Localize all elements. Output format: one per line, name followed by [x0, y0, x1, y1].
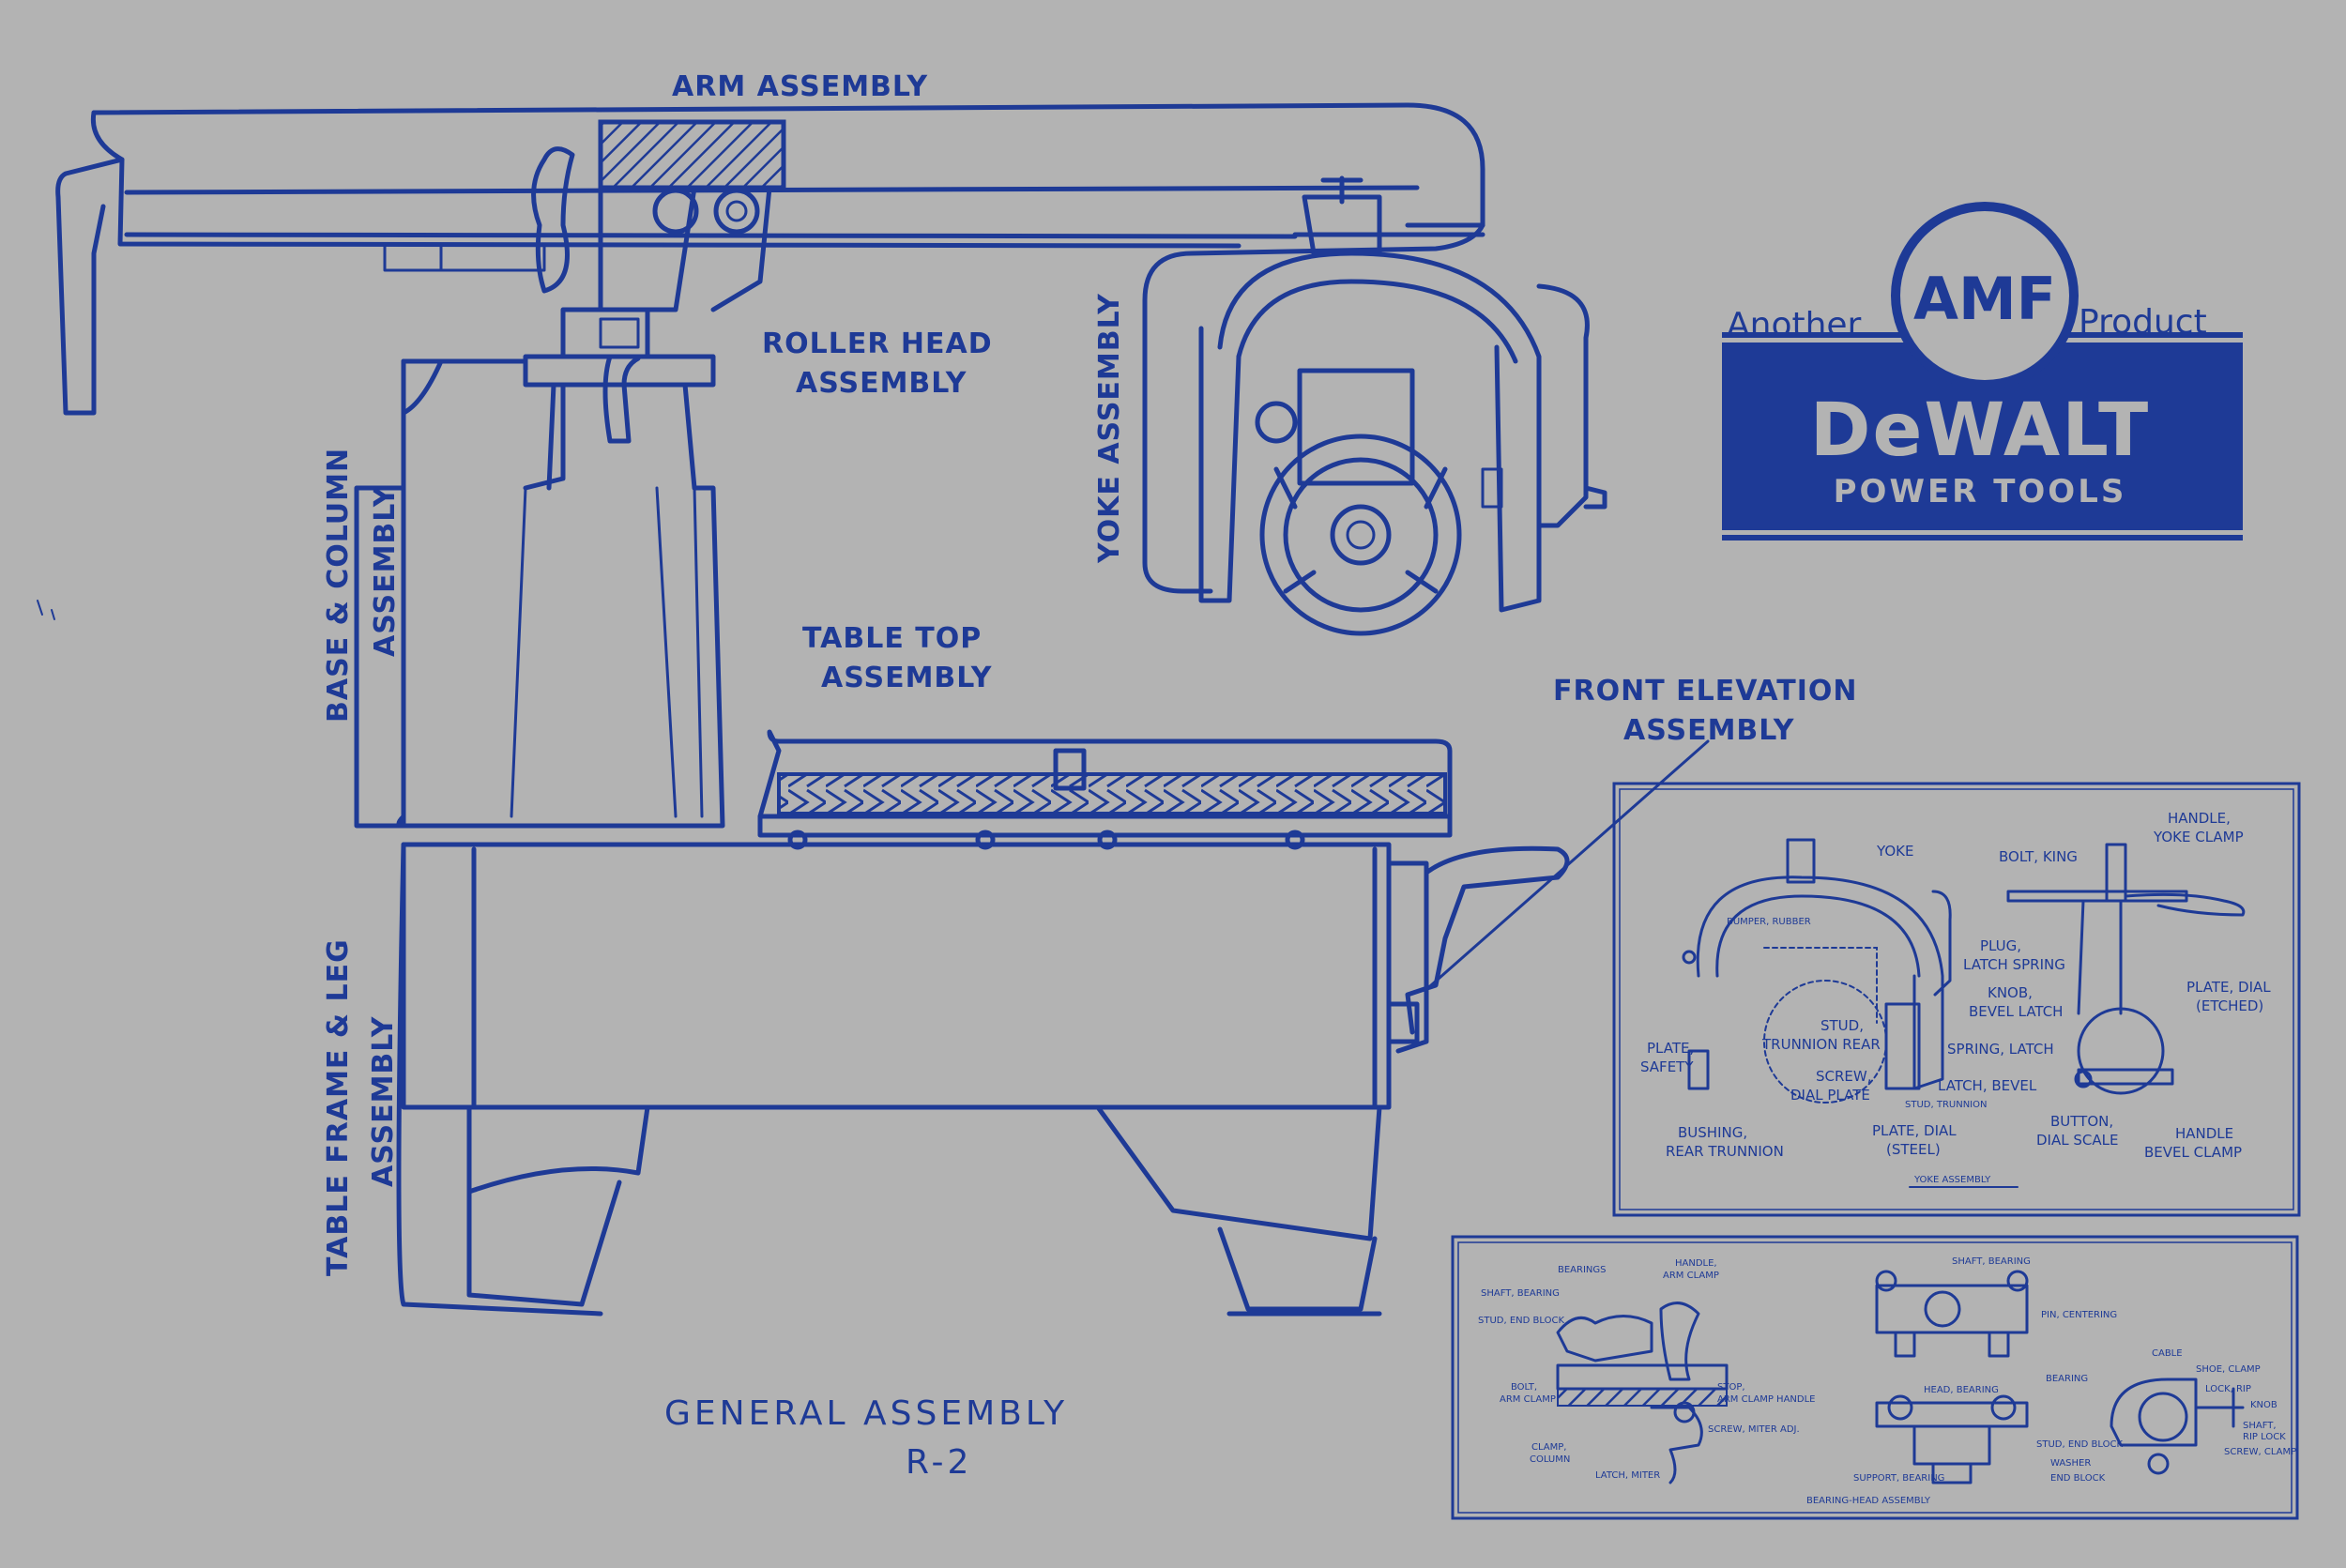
- table-top-label-line2: ASSEMBLY: [821, 662, 993, 694]
- label-stud-end-block: STUD, END BLOCK: [1478, 1316, 1564, 1326]
- label-plate-safety-1: PLATE,: [1647, 1040, 1694, 1057]
- label-button-dial-scale-2: DIAL SCALE: [2036, 1132, 2118, 1149]
- label-knob-bevel-latch-2: BEVEL LATCH: [1969, 1003, 2063, 1020]
- label-handle-yoke-clamp-2: YOKE CLAMP: [2153, 829, 2244, 845]
- label-bushing-rear-trunnion-2: REAR TRUNNION: [1666, 1143, 1784, 1160]
- label-spring-latch: SPRING, LATCH: [1947, 1041, 2054, 1058]
- label-stud-trunnion: STUD, TRUNNION: [1905, 1100, 1987, 1110]
- label-latch-miter: LATCH, MITER: [1595, 1470, 1660, 1481]
- amf-circle: [1891, 202, 2079, 389]
- table-frame-leg-assembly: [396, 842, 1570, 1317]
- model-number: R-2: [906, 1443, 972, 1482]
- front-elevation-label-line1: FRONT ELEVATION: [1553, 675, 1858, 708]
- label-button-dial-scale-1: BUTTON,: [2050, 1113, 2113, 1130]
- label-bearings: BEARINGS: [1558, 1265, 1607, 1275]
- label-cable: CABLE: [2152, 1348, 2183, 1359]
- label-plate-dial-etched-2: (ETCHED): [2196, 997, 2263, 1014]
- label-head-bearing: HEAD, BEARING: [1924, 1385, 1999, 1395]
- label-end-block: END BLOCK: [2050, 1473, 2106, 1484]
- label-plate-safety-2: SAFETY: [1640, 1058, 1694, 1075]
- yoke-assembly-drawing: [1142, 175, 1607, 636]
- label-stop-arm-clamp-handle-1: STOP,: [1717, 1382, 1745, 1393]
- bearing-head-inset: BEARINGS HANDLE, ARM CLAMP SHAFT, BEARIN…: [1451, 1235, 2299, 1520]
- roller-head-label-line1: ROLLER HEAD: [762, 327, 993, 360]
- arm-assembly-label: ARM ASSEMBLY: [672, 70, 928, 103]
- another-text: Another: [1727, 306, 1862, 344]
- label-yoke: YOKE: [1876, 843, 1913, 860]
- label-handle-bevel-clamp-1: HANDLE: [2175, 1125, 2233, 1142]
- label-pin-centering: PIN, CENTERING: [2041, 1310, 2117, 1320]
- label-clamp-column-1: CLAMP,: [1531, 1442, 1566, 1453]
- base-column-label-line2: ASSEMBLY: [369, 485, 402, 657]
- label-stud-end-block-right: STUD, END BLOCK: [2036, 1439, 2123, 1450]
- label-stop-arm-clamp-handle-2: ARM CLAMP HANDLE: [1717, 1394, 1816, 1405]
- label-handle-arm-clamp-1: HANDLE,: [1675, 1258, 1717, 1269]
- label-knob-bevel-latch-1: KNOB,: [1988, 984, 2033, 1001]
- amf-wordmark: AMF: [1913, 265, 2056, 333]
- label-stud-trunnion-rear-1: STUD,: [1820, 1017, 1864, 1034]
- base-column-assembly: [354, 358, 725, 829]
- label-screw-clamp: SCREW, CLAMP: [2224, 1447, 2296, 1457]
- dewalt-brand: DeWALT: [1810, 388, 2151, 473]
- label-plate-dial-steel-1: PLATE, DIAL: [1872, 1122, 1957, 1139]
- label-plate-dial-steel-2: (STEEL): [1886, 1141, 1941, 1158]
- label-shaft-bearing-right: SHAFT, BEARING: [1952, 1256, 2031, 1267]
- label-screw-dial-plate-1: SCREW,: [1816, 1068, 1872, 1085]
- label-bolt-king: BOLT, KING: [1999, 848, 2078, 865]
- label-clamp-column-2: COLUMN: [1530, 1454, 1570, 1465]
- label-screw-dial-plate-2: DIAL PLATE: [1790, 1087, 1870, 1104]
- table-frame-label-line2: ASSEMBLY: [367, 1015, 400, 1187]
- label-plug-latch-spring-2: LATCH SPRING: [1963, 956, 2065, 973]
- label-shaft-bearing-left: SHAFT, BEARING: [1481, 1288, 1560, 1299]
- product-text: Product: [2079, 303, 2207, 342]
- label-bolt-arm-clamp-1: BOLT,: [1511, 1382, 1537, 1393]
- roller-head-label-line2: ASSEMBLY: [796, 367, 967, 400]
- general-assembly-title: GENERAL ASSEMBLY: [664, 1394, 1068, 1433]
- arm-clamp-handle: [531, 146, 575, 294]
- edge-mark: [37, 600, 55, 620]
- label-washer: WASHER: [2050, 1458, 2091, 1469]
- bearing-inset-title: BEARING-HEAD ASSEMBLY: [1806, 1496, 1931, 1506]
- table-top-boards: [777, 772, 1447, 815]
- front-elevation-leader: [1429, 739, 1710, 987]
- label-handle-arm-clamp-2: ARM CLAMP: [1663, 1271, 1719, 1281]
- label-bushing-rear-trunnion-1: BUSHING,: [1678, 1124, 1747, 1141]
- base-column-label-line1: BASE & COLUMN: [322, 448, 355, 723]
- arm-assembly: [55, 102, 1485, 416]
- yoke-assembly-inset: YOKE BOLT, KING HANDLE, YOKE CLAMP BUMPE…: [1612, 782, 2301, 1217]
- label-stud-trunnion-rear-2: TRUNNION REAR: [1761, 1036, 1881, 1053]
- front-elevation-label-line2: ASSEMBLY: [1623, 714, 1795, 747]
- power-tools-text: POWER TOOLS: [1834, 473, 2127, 510]
- label-plug-latch-spring-1: PLUG,: [1980, 937, 2021, 954]
- label-screw-miter-adj: SCREW, MITER ADJ.: [1708, 1424, 1800, 1435]
- arm-hatched-block: [598, 119, 786, 190]
- label-handle-bevel-clamp-2: BEVEL CLAMP: [2144, 1144, 2242, 1161]
- label-bolt-arm-clamp-2: ARM CLAMP: [1500, 1394, 1556, 1405]
- label-support-bearing: SUPPORT, BEARING: [1853, 1473, 1944, 1484]
- label-latch-bevel: LATCH, BEVEL: [1938, 1077, 2037, 1094]
- table-top-label-line1: TABLE TOP: [802, 622, 982, 655]
- label-plate-dial-etched-1: PLATE, DIAL: [2186, 979, 2271, 996]
- yoke-inset-title: YOKE ASSEMBLY: [1913, 1175, 1991, 1185]
- label-handle-yoke-clamp-1: HANDLE,: [2168, 810, 2231, 827]
- yoke-assembly-label: YOKE ASSEMBLY: [1093, 293, 1126, 564]
- label-lock-rip: LOCK, RIP: [2205, 1384, 2251, 1394]
- label-shaft-rip-lock-1: SHAFT,: [2243, 1421, 2277, 1431]
- label-bearing: BEARING: [2046, 1374, 2088, 1384]
- roller-head-assembly: [523, 146, 772, 444]
- label-shaft-rip-lock-2: RIP LOCK: [2243, 1432, 2286, 1442]
- amf-dewalt-logo: AMF Another Product DeWALT POWER TOOLS: [1722, 202, 2243, 540]
- table-frame-label-line1: TABLE FRAME & LEG: [322, 938, 355, 1276]
- label-shoe-clamp: SHOE, CLAMP: [2196, 1364, 2261, 1375]
- label-bumper-rubber: BUMPER, RUBBER: [1727, 917, 1811, 927]
- label-knob: KNOB: [2250, 1400, 2277, 1410]
- table-top-assembly: [757, 729, 1453, 850]
